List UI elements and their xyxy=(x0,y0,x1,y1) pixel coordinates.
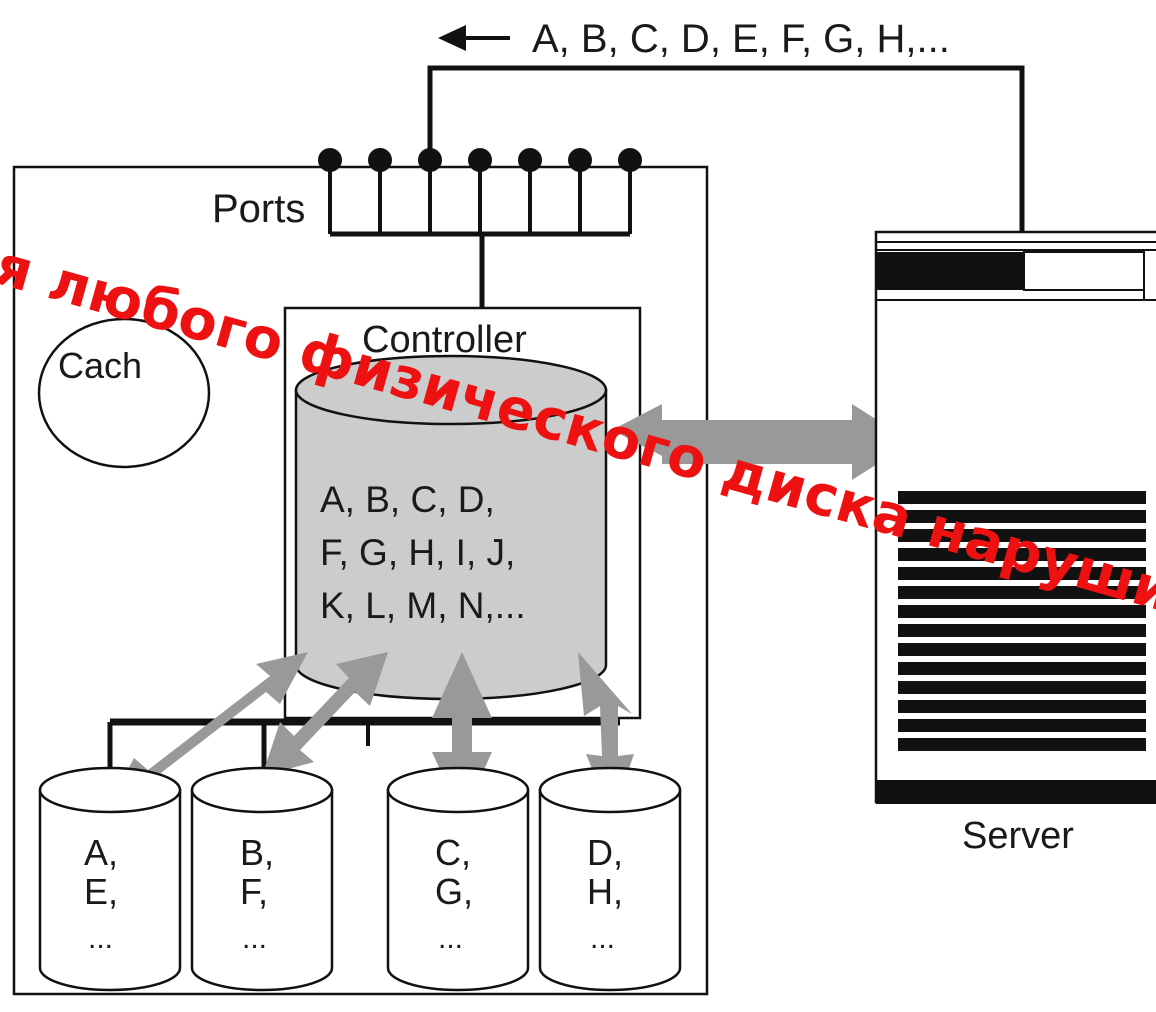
disk-b xyxy=(190,766,334,992)
port-connector xyxy=(318,148,342,234)
disk-d-line-3: ... xyxy=(590,922,615,955)
disk-b-line-3: ... xyxy=(242,922,267,955)
storage-enclosure xyxy=(12,165,709,996)
disk-d-line-1: D, xyxy=(587,832,623,873)
port-connector xyxy=(568,148,592,234)
cache-ellipse xyxy=(37,317,211,469)
server xyxy=(874,230,1156,804)
disk-c-line-3: ... xyxy=(438,922,463,955)
disk-a-line-3: ... xyxy=(88,922,113,955)
virtual-disk-line-1: A, B, C, D, xyxy=(320,479,495,520)
controller-label: Controller xyxy=(362,319,527,361)
server-vents xyxy=(898,491,1146,751)
arrow-disk-b xyxy=(262,652,388,776)
disk-c-line-2: G, xyxy=(435,871,473,912)
virtual-disk xyxy=(294,354,608,701)
ports-group xyxy=(318,148,642,308)
disk-a-line-1: A, xyxy=(84,832,118,873)
port-server-link xyxy=(427,65,1025,232)
internal-bus xyxy=(107,718,620,790)
port-connector xyxy=(518,148,542,234)
server-label: Server xyxy=(962,815,1074,857)
top-arrow xyxy=(438,25,510,51)
port-connector xyxy=(468,148,492,234)
disk-b-line-1: B, xyxy=(240,832,274,873)
arrow-disk-a xyxy=(106,652,308,810)
disk-c-line-1: C, xyxy=(435,832,471,873)
disk-c xyxy=(386,766,530,992)
port-connector xyxy=(368,148,392,234)
disk-d-line-2: H, xyxy=(587,871,623,912)
top-sequence-label: A, B, C, D, E, F, G, H,... xyxy=(532,17,950,61)
disk-a-line-2: E, xyxy=(84,871,118,912)
ports-label: Ports xyxy=(212,187,305,231)
arrow-controller-server xyxy=(612,404,912,480)
virtual-disk-line-2: F, G, H, I, J, xyxy=(320,532,515,573)
port-connector xyxy=(418,148,442,234)
disk-b-line-2: F, xyxy=(240,871,268,912)
disk-a xyxy=(38,766,182,992)
disk-d xyxy=(538,766,682,992)
cache-label: Cach xyxy=(58,345,142,386)
port-connector xyxy=(618,148,642,234)
virtual-disk-line-3: K, L, M, N,... xyxy=(320,585,526,626)
